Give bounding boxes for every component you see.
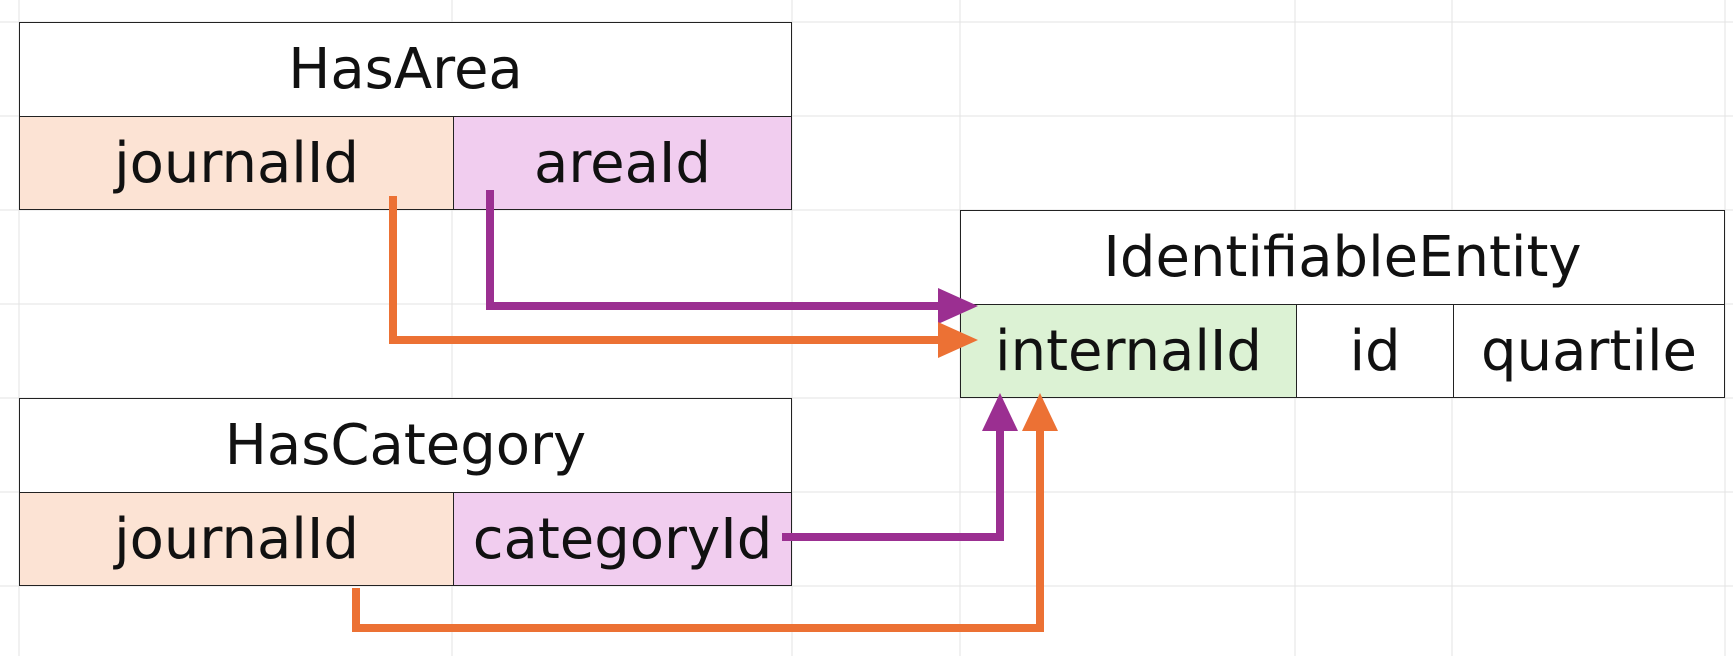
has-area-title: HasArea	[20, 23, 791, 117]
has-category-title: HasCategory	[20, 399, 791, 493]
has-category-table: HasCategory journalId categoryId	[19, 398, 792, 586]
has-category-journalid-cell: journalId	[20, 493, 453, 585]
identifiable-entity-internalid-cell: internalId	[961, 305, 1296, 397]
identifiable-entity-id-cell: id	[1296, 305, 1453, 397]
identifiable-entity-quartile-cell: quartile	[1453, 305, 1724, 397]
has-area-journalid-cell: journalId	[20, 117, 453, 209]
identifiable-entity-title: IdentifiableEntity	[961, 211, 1724, 305]
identifiable-entity-columns: internalId id quartile	[961, 305, 1724, 397]
has-category-columns: journalId categoryId	[20, 493, 791, 585]
identifiable-entity-table: IdentifiableEntity internalId id quartil…	[960, 210, 1725, 398]
has-area-columns: journalId areaId	[20, 117, 791, 209]
has-area-table: HasArea journalId areaId	[19, 22, 792, 210]
has-category-categoryid-cell: categoryId	[453, 493, 791, 585]
has-area-areaid-cell: areaId	[453, 117, 791, 209]
